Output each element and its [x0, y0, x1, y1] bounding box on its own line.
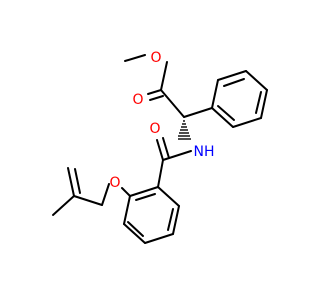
benzene-inner-3: [135, 193, 156, 201]
bond-amide-co-b: [162, 137, 170, 159]
bond-amide-co-a: [156, 139, 164, 161]
bond-n-amide-c: [162, 150, 192, 161]
phenyl-bond-4: [260, 89, 268, 119]
benzene-bond-6: [129, 186, 159, 197]
phenyl-bond-5: [232, 117, 262, 128]
benzene-bond-5: [123, 195, 131, 225]
phenyl-inner-3: [217, 105, 235, 121]
benzene-bond-1: [157, 186, 180, 207]
bond-carbonyl-double-b: [149, 95, 164, 101]
atom-o-ester-methyl: O: [150, 50, 161, 66]
bond-o-carbonyl: [160, 61, 168, 91]
bond-amide-ring: [157, 159, 164, 188]
benzene-bond-4: [123, 223, 146, 244]
bond-alpha-phenyl: [183, 107, 213, 118]
bond-ch2-c: [73, 195, 103, 206]
phenyl-inner-2: [255, 91, 262, 114]
bond-c-methyl: [52, 195, 75, 216]
phenyl-bond-3: [245, 70, 268, 91]
phenyl-bond-1: [211, 79, 219, 109]
phenyl-inner-1: [223, 78, 245, 87]
bond-c-ch2-double-a: [67, 167, 75, 197]
benzene-inner-1: [167, 208, 174, 231]
atom-o-amide: O: [149, 121, 160, 137]
bond-ring-ether-o: [121, 187, 131, 197]
benzene-bond-2: [172, 205, 180, 235]
phenyl-bond-6: [211, 107, 234, 128]
bond-carbonyl-double-a: [147, 89, 162, 95]
benzene-inner-2: [127, 221, 144, 237]
benzene-bond-3: [144, 233, 174, 244]
atom-o-ester-carbonyl: O: [132, 92, 143, 108]
bond-c-ch2-double-b: [74, 168, 81, 194]
bond-ether-o-ch2: [101, 183, 110, 206]
phenyl-bond-2: [217, 70, 247, 81]
bond-methyl-o: [124, 54, 146, 62]
bond-carbonyl-alpha: [160, 89, 185, 118]
atom-o-ether: O: [109, 175, 120, 191]
hashed-wedge-bond: [178, 120, 191, 140]
molecule-structure: O O NH O O: [52, 50, 268, 244]
atom-n-amide: NH: [194, 144, 215, 160]
